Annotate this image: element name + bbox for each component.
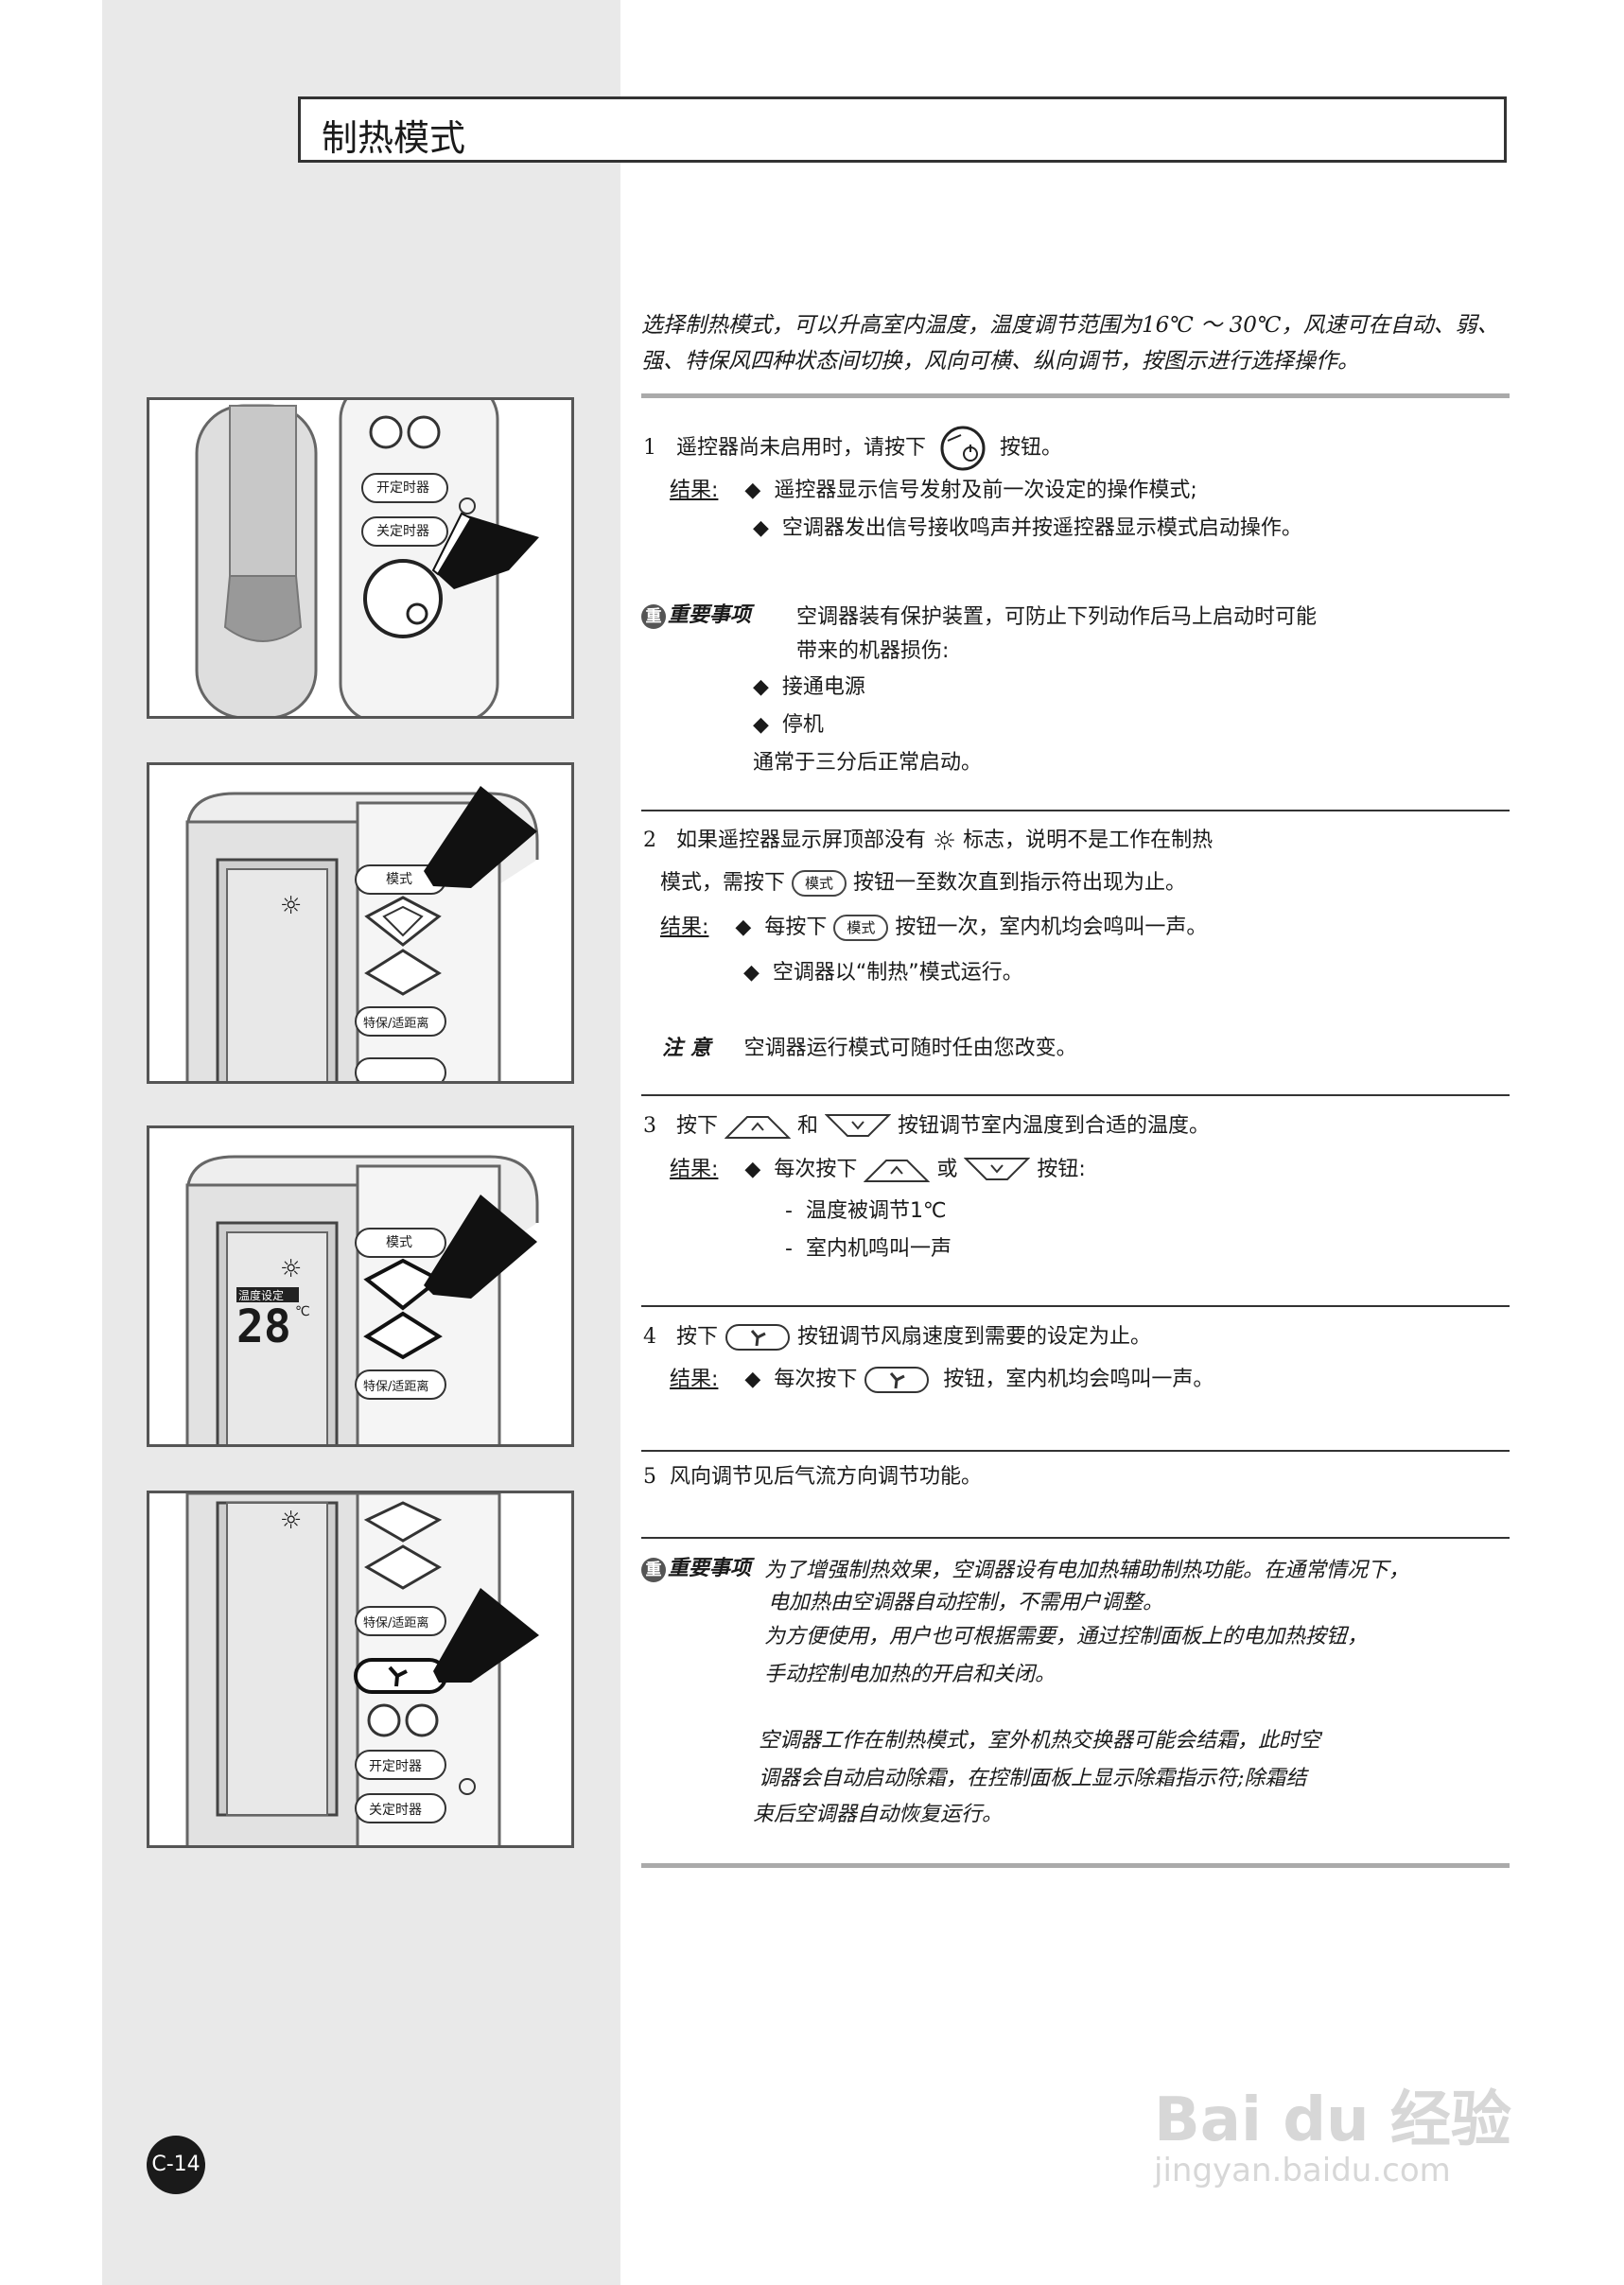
step1-line: 1 遥控器尚未启用时，请按下 按钮。 [643,424,1062,473]
step3-line: 3 按下 和 按钮调节室内温度到合适的温度。 [643,1114,1211,1139]
baidu-watermark-url: jingyan.baidu.com [1154,2152,1451,2189]
step2-line2: 模式，需按下 模式 按钮一至数次直到指示符出现为止。 [660,870,1187,897]
step5-line: 5 风向调节见后气流方向调节功能。 [643,1465,983,1489]
step1-text-b: 按钮。 [1000,436,1063,460]
timer-off-button-label: 关定时器 [376,524,429,539]
important2-line3: 为方便使用，用户也可根据需要，通过控制面板上的电加热按钮， [764,1625,1369,1648]
step3-dash-2: - 室内机鸣叫一声 [785,1237,952,1261]
remote-drawing [185,1155,539,1444]
important-badge-icon: 重 [641,604,666,629]
step2-result-1: 结果: ◆ 每按下 模式 按钮一次，室内机均会鸣叫一声。 [660,915,1208,941]
important2-line6: 调器会自动启动除霜，在控制面板上显示除霜指示符;除霜结 [759,1767,1307,1790]
up-arrow-button-icon [725,1116,791,1139]
remote-drawing [185,786,539,1081]
step1-text-a: 遥控器尚未启用时，请按下 [675,436,926,460]
result-label: 结果: [670,479,719,502]
remote-illustration-1: 开定时器 关定时器 [147,397,574,719]
divider [641,393,1510,398]
temp-set-label: 温度设定 [238,1289,285,1302]
sun-icon: ☼ [280,1255,303,1283]
important2-line2: 电加热由空调器自动控制，不需用户调整。 [768,1591,1164,1614]
important2-line5: 空调器工作在制热模式，室外机热交换器可能会结霜，此时空 [759,1729,1321,1753]
mode-button-icon: 模式 [792,870,847,897]
important-label-text: 重要事项 [668,602,752,627]
important1-bullet-2: ◆ 停机 [753,713,824,737]
fan-button-icon [725,1324,790,1351]
down-arrow-button-icon [825,1114,892,1137]
sun-icon: ☼ [933,825,957,857]
divider [641,810,1510,811]
remote-illustration-4: ☼ 特保/适距离 开定时器 关定时器 [147,1491,574,1848]
page-title: 制热模式 [322,117,466,159]
divider [641,1305,1510,1307]
baidu-watermark-logo: Bai du 经验 [1154,2085,1511,2155]
important-label-text: 重要事项 [668,1556,752,1580]
note: 注 意 空调器运行模式可随时任由您改变。 [662,1031,1077,1061]
step-number: 1 [643,436,656,460]
special-button-label: 特保/适距离 [363,1616,429,1631]
fan-button-icon [864,1367,930,1393]
mode-button-icon: 模式 [833,915,889,941]
step1-bullet-2: 空调器发出信号接收鸣声并按遥控器显示模式启动操作。 [781,516,1302,540]
important1-line2: 带来的机器损伤: [796,639,950,663]
important1-line3: 通常于三分后正常启动。 [753,751,983,775]
remote-drawing [185,1493,539,1845]
sun-icon: ☼ [280,1507,303,1535]
important1-line1: 空调器装有保护装置，可防止下列动作后马上启动时可能 [796,605,1318,629]
intro-text: 选择制热模式，可以升高室内温度，温度调节范围为16℃ ～ 30℃，风速可在自动、… [641,313,1499,374]
remote-drawing [195,400,539,716]
step4-result: 结果: ◆ 每次按下 按钮，室内机均会鸣叫一声。 [670,1362,1214,1395]
mode-button-label: 模式 [386,1235,412,1250]
step3-dash-1: - 温度被调节1℃ [785,1199,947,1223]
important2-line4: 手动控制电加热的开启和关闭。 [764,1663,1056,1686]
note-text: 空调器运行模式可随时任由您改变。 [743,1037,1077,1060]
special-button-label: 特保/适距离 [363,1380,429,1394]
divider [641,1450,1510,1452]
divider [641,1537,1510,1539]
step3-result: 结果: ◆ 每次按下 或 按钮: [670,1158,1086,1182]
step2-result-2: ◆ 空调器以“制热”模式运行。 [743,961,1023,985]
step2-line1: 2 如果遥控器显示屏顶部没有 ☼ 标志，说明不是工作在制热 [643,825,1214,857]
remote-illustration-2: 模式 特保/适距离 ☼ [147,762,574,1084]
section-title-box: 制热模式 [298,96,1507,163]
step1-bullet-1: 遥控器显示信号发射及前一次设定的操作模式; [774,479,1197,502]
divider [641,1094,1510,1096]
down-arrow-button-icon [964,1158,1031,1180]
step1-result-2: ◆ 空调器发出信号接收鸣声并按遥控器显示模式启动操作。 [753,516,1302,540]
temp-value: 28 [236,1300,291,1353]
important-label-2: 重重要事项 [641,1551,751,1582]
important-label-1: 重重要事项 [641,598,751,629]
step4-line: 4 按下 按钮调节风扇速度到需要的设定为止。 [643,1319,1151,1352]
page-number-badge: C-14 [147,2136,205,2194]
step1-result-1: 结果: ◆ 遥控器显示信号发射及前一次设定的操作模式; [670,479,1197,502]
remote-illustration-3: 模式 特保/适距离 ☼ 温度设定 28 ℃ [147,1125,574,1447]
important-badge-icon: 重 [641,1558,666,1582]
sun-icon: ☼ [280,892,303,920]
temp-unit: ℃ [295,1304,310,1319]
note-label: 注 意 [662,1036,711,1060]
important2-line1: 为了增强制热效果，空调器设有电加热辅助制热功能。在通常情况下， [764,1559,1410,1582]
timer-off-button-label: 关定时器 [369,1803,422,1818]
mode-button-label: 模式 [386,872,412,887]
timer-on-button-label: 开定时器 [369,1759,422,1774]
important2-line7: 束后空调器自动恢复运行。 [753,1803,1004,1826]
special-button-label: 特保/适距离 [363,1017,429,1031]
up-arrow-button-icon [864,1160,931,1182]
timer-on-button-label: 开定时器 [376,480,429,496]
power-button-icon [940,426,986,471]
divider [641,1863,1510,1868]
important1-bullet-1: ◆ 接通电源 [753,675,865,699]
